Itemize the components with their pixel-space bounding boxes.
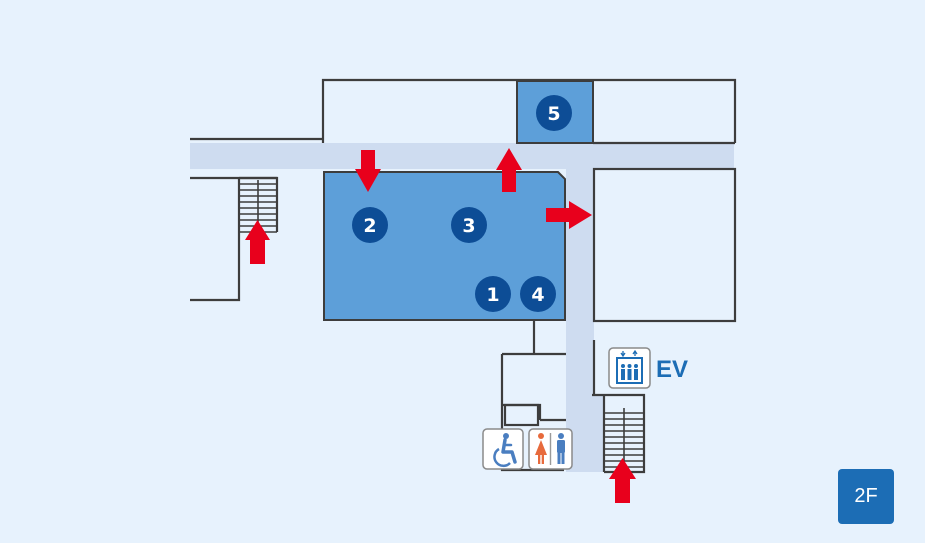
arrows <box>245 148 636 503</box>
marker-3[interactable]: 3 <box>451 207 487 243</box>
arrow-down-into-hall-icon <box>355 150 381 192</box>
arrow-up-to-room5-icon <box>496 148 522 192</box>
accessible-toilet-icon[interactable] <box>482 428 524 470</box>
wc-partition-upper <box>502 403 566 422</box>
right-room-outline <box>592 167 737 323</box>
elevator-icon[interactable] <box>608 347 651 389</box>
arrow-up-right-stairs-icon <box>609 458 636 503</box>
marker-4[interactable]: 4 <box>520 276 556 312</box>
walls <box>190 78 737 474</box>
male-figure-icon <box>557 433 565 464</box>
main-corridor <box>190 143 734 169</box>
svg-text:4: 4 <box>531 284 544 306</box>
lower-corridor-extension <box>590 395 604 472</box>
arrow-up-left-stairs-icon <box>245 220 270 264</box>
elevator-label: EV <box>656 356 688 383</box>
svg-text:3: 3 <box>462 215 475 237</box>
wc-block-outline <box>500 352 566 472</box>
restroom-icon[interactable] <box>528 428 573 470</box>
svg-text:1: 1 <box>486 284 499 306</box>
room-markers: 5 2 3 1 4 <box>352 95 572 312</box>
female-figure-icon <box>535 433 547 464</box>
top-rooms-outline <box>321 78 737 143</box>
marker-5[interactable]: 5 <box>536 95 572 131</box>
marker-2[interactable]: 2 <box>352 207 388 243</box>
floor-badge[interactable]: 2F <box>838 469 894 524</box>
arrow-right-to-corridor-icon <box>546 201 592 229</box>
left-wing-wall <box>190 178 241 302</box>
svg-text:2: 2 <box>363 215 376 237</box>
wc-inner-room <box>503 403 540 427</box>
vertical-corridor <box>566 150 594 472</box>
marker-1[interactable]: 1 <box>475 276 511 312</box>
svg-text:5: 5 <box>547 103 560 125</box>
